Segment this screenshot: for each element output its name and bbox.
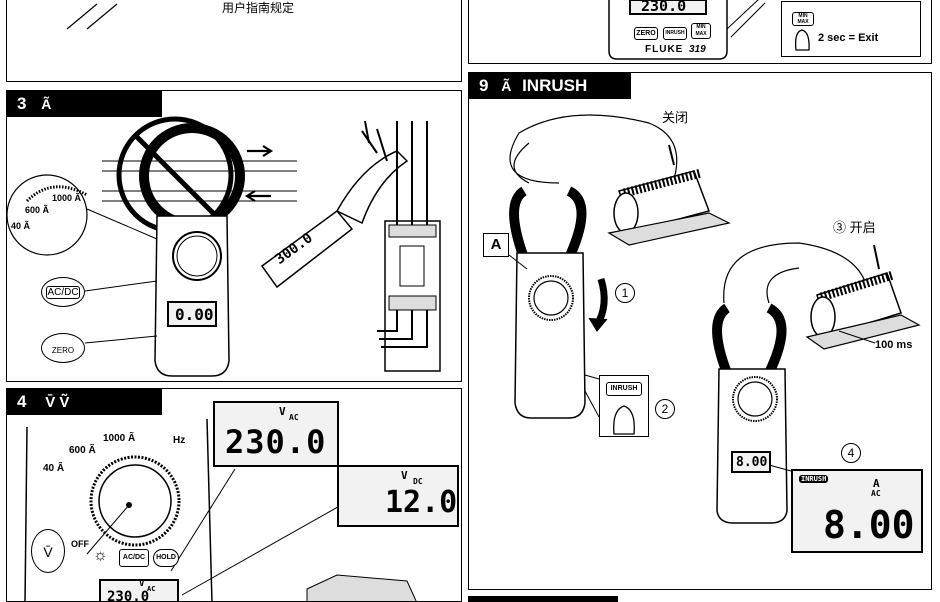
panel-3: 3 Ã bbox=[6, 90, 462, 382]
lcd-ac-value: 230.0 bbox=[225, 423, 327, 461]
inrush-lcd-big: INRUSH A AC 8.00 bbox=[791, 469, 923, 553]
lcd-bottom-unit: V bbox=[139, 579, 145, 589]
panel-3-number: 3 bbox=[17, 94, 27, 113]
panel-9-title: INRUSH bbox=[522, 76, 588, 95]
dial-label-600: 600 Ã bbox=[25, 205, 50, 215]
finger-icon bbox=[794, 29, 810, 51]
model-label: 319 bbox=[689, 44, 706, 55]
inrush-lcd-unit: A bbox=[873, 477, 880, 490]
panel-9-number: 9 bbox=[479, 76, 489, 95]
p4-acdc-key[interactable]: AC/DC bbox=[119, 549, 149, 567]
acdc-label: AC/DC bbox=[46, 286, 80, 299]
inrush-callout-box: INRUSH bbox=[599, 375, 649, 437]
exit-text: 2 sec = Exit bbox=[818, 32, 879, 44]
panel-4-number: 4 bbox=[17, 392, 27, 411]
finger-press-icon bbox=[613, 405, 635, 435]
panel-9-symbol: Ã bbox=[501, 78, 512, 94]
panel-4-header: 4 V̄ Ṽ bbox=[7, 389, 162, 415]
label-closed: 关闭 bbox=[662, 110, 689, 125]
inrush-key-top[interactable]: INRUSH bbox=[663, 27, 687, 40]
step-4-badge: 4 bbox=[841, 443, 861, 463]
panel-4: 4 V̄ Ṽ 1000 Ã Hz 600 Ã 40 Ã OFF V̄ ☼ AC/… bbox=[6, 388, 462, 602]
p4-dial-hz: Hz bbox=[173, 435, 186, 446]
acdc-callout: AC/DC bbox=[41, 277, 85, 307]
zero-callout: ZERO bbox=[41, 333, 85, 363]
p4-dial-off: OFF bbox=[71, 539, 89, 549]
lcd-dc-value: 12.0 bbox=[385, 485, 458, 520]
lcd-ac-sub: AC bbox=[289, 413, 299, 422]
p4-dial-1000: 1000 Ã bbox=[103, 433, 136, 444]
time-label: 100 ms bbox=[875, 339, 913, 351]
step-2-badge: 2 bbox=[655, 399, 675, 419]
zero-label: ZERO bbox=[51, 346, 75, 355]
p4-hold-key[interactable]: HOLD bbox=[153, 549, 179, 567]
panel-3-lcd-value: 0.00 bbox=[175, 305, 214, 324]
step-1-badge: 1 bbox=[615, 283, 635, 303]
top-left-caption: 用户指南规定 bbox=[222, 1, 295, 15]
p4-dial-600: 600 Ã bbox=[69, 445, 96, 456]
lcd-bottom-value: 230.0 bbox=[107, 589, 150, 602]
panel-9-header: 9 Ã INRUSH bbox=[469, 73, 631, 99]
zero-key[interactable]: ZERO bbox=[634, 27, 658, 40]
panel-top-right: 230.0 ZERO INRUSH MIN MAX FLUKE 319 MIN … bbox=[468, 0, 932, 64]
panel-9: 9 Ã INRUSH bbox=[468, 72, 932, 590]
inrush-lcd-value: 8.00 bbox=[823, 503, 915, 547]
inrush-key[interactable]: INRUSH bbox=[606, 382, 642, 396]
minmax-key-top[interactable]: MIN MAX bbox=[691, 23, 711, 39]
lcd-bottom: V AC 230.0 bbox=[99, 579, 179, 602]
panel-4-symbol: V̄ Ṽ bbox=[45, 394, 70, 411]
volt-symbol-callout: V̄ bbox=[31, 529, 65, 573]
top-right-lcd-value: 230.0 bbox=[641, 0, 687, 15]
dial-label-40: 40 Ã bbox=[11, 221, 31, 231]
panel-top-left: 用户指南规定 bbox=[6, 0, 462, 82]
lcd-dc: V DC 12.0 bbox=[337, 465, 459, 527]
top-right-lcd: 230.0 bbox=[629, 0, 707, 15]
inrush-indicator: INRUSH bbox=[799, 475, 829, 483]
panel-3-header: 3 Ã bbox=[7, 91, 162, 117]
panel-3-illustration bbox=[7, 116, 441, 377]
lcd-dc-unit: V bbox=[401, 469, 408, 482]
brand-label: FLUKE bbox=[645, 44, 684, 55]
top-left-illustration bbox=[66, 3, 118, 30]
marker-a: A bbox=[483, 233, 509, 257]
sun-icon: ☼ bbox=[93, 547, 108, 564]
next-panel-header bbox=[468, 596, 618, 602]
dial-label-1000: 1000 Ã bbox=[52, 193, 82, 203]
panel-3-symbol: Ã bbox=[41, 96, 52, 112]
minmax-callout-box: MIN MAX 2 sec = Exit bbox=[781, 1, 921, 57]
inrush-lcd-sub: AC bbox=[871, 489, 881, 498]
minmax-key-callout[interactable]: MIN MAX bbox=[792, 12, 814, 26]
label-open: ③ 开启 bbox=[833, 220, 876, 235]
meter-2-lcd: 8.00 bbox=[731, 451, 771, 473]
lcd-ac-unit: V bbox=[279, 405, 286, 418]
lcd-ac: V AC 230.0 bbox=[213, 401, 339, 467]
panel-9-illustration bbox=[508, 114, 921, 524]
panel-3-meter-lcd: 0.00 bbox=[167, 301, 217, 327]
meter-2-lcd-value: 8.00 bbox=[736, 455, 768, 470]
lcd-dc-sub: DC bbox=[413, 477, 423, 486]
lcd-bottom-sub: AC bbox=[147, 585, 156, 593]
p4-dial-40: 40 Ã bbox=[43, 463, 65, 474]
panel-4-illustration bbox=[24, 418, 417, 601]
